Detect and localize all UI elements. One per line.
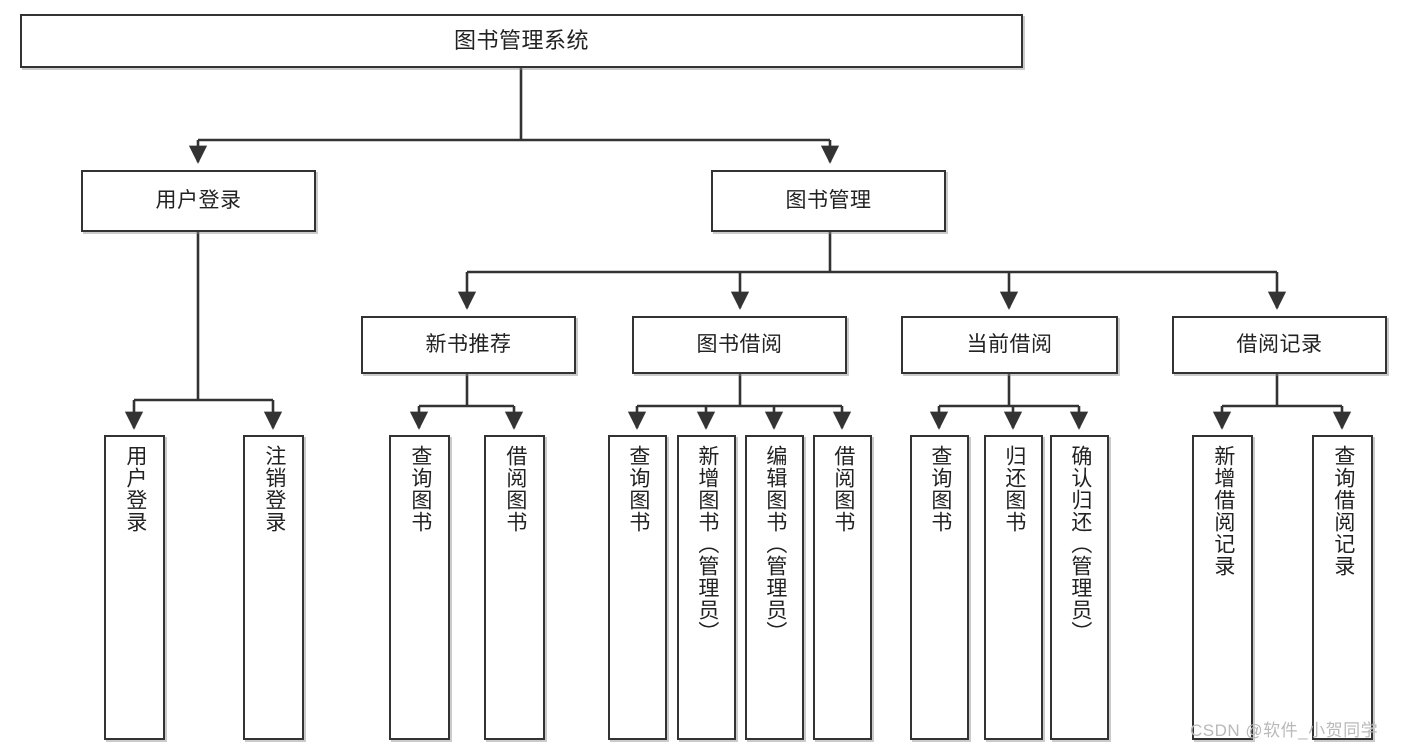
node-new-book-recommend[interactable]: 新书推荐 bbox=[361, 316, 576, 374]
node-leaf-user-logout[interactable]: 注销登录 bbox=[243, 435, 304, 740]
node-leaf-borrow-book-1-label: 借阅图书 bbox=[503, 445, 527, 533]
node-leaf-return-book[interactable]: 归还图书 bbox=[984, 435, 1043, 740]
watermark: CSDN @软件_小贺同学 bbox=[1190, 721, 1379, 740]
node-leaf-confirm-return[interactable]: 确认归还（管理员） bbox=[1050, 435, 1109, 740]
node-leaf-add-book-label: 新增图书（管理员） bbox=[695, 445, 719, 643]
node-borrow-record-label: 借阅记录 bbox=[1236, 332, 1323, 356]
node-leaf-edit-book-label: 编辑图书（管理员） bbox=[763, 445, 787, 643]
node-book-manage-label: 图书管理 bbox=[785, 188, 872, 212]
node-leaf-query-borrow-record-label: 查询借阅记录 bbox=[1331, 445, 1355, 577]
node-leaf-edit-book[interactable]: 编辑图书（管理员） bbox=[745, 435, 804, 740]
node-book-borrow-label: 图书借阅 bbox=[696, 332, 783, 356]
node-leaf-user-login[interactable]: 用户登录 bbox=[104, 435, 165, 740]
node-root[interactable]: 图书管理系统 bbox=[20, 14, 1023, 68]
node-leaf-query-book-2-label: 查询图书 bbox=[626, 445, 650, 533]
node-root-label: 图书管理系统 bbox=[453, 28, 589, 54]
node-current-borrow-label: 当前借阅 bbox=[966, 332, 1053, 356]
node-leaf-query-book-1[interactable]: 查询图书 bbox=[389, 435, 450, 740]
node-leaf-user-logout-label: 注销登录 bbox=[262, 445, 286, 533]
node-leaf-borrow-book-1[interactable]: 借阅图书 bbox=[484, 435, 545, 740]
node-current-borrow[interactable]: 当前借阅 bbox=[901, 316, 1118, 374]
node-leaf-add-book[interactable]: 新增图书（管理员） bbox=[677, 435, 736, 740]
node-new-book-recommend-label: 新书推荐 bbox=[425, 332, 512, 356]
node-leaf-borrow-book-2-label: 借阅图书 bbox=[831, 445, 855, 533]
node-user-login-label: 用户登录 bbox=[155, 188, 242, 212]
node-book-manage[interactable]: 图书管理 bbox=[711, 170, 946, 232]
node-leaf-confirm-return-label: 确认归还（管理员） bbox=[1068, 445, 1092, 643]
node-leaf-add-borrow-record-label: 新增借阅记录 bbox=[1211, 445, 1235, 577]
node-leaf-query-book-1-label: 查询图书 bbox=[408, 445, 432, 533]
node-leaf-user-login-label: 用户登录 bbox=[123, 445, 147, 533]
node-leaf-query-book-3-label: 查询图书 bbox=[928, 445, 952, 533]
node-borrow-record[interactable]: 借阅记录 bbox=[1172, 316, 1387, 374]
node-leaf-query-book-3[interactable]: 查询图书 bbox=[910, 435, 969, 740]
node-leaf-return-book-label: 归还图书 bbox=[1002, 445, 1026, 533]
node-book-borrow[interactable]: 图书借阅 bbox=[632, 316, 847, 374]
node-leaf-query-borrow-record[interactable]: 查询借阅记录 bbox=[1312, 435, 1373, 740]
node-user-login[interactable]: 用户登录 bbox=[81, 170, 316, 232]
node-leaf-query-book-2[interactable]: 查询图书 bbox=[608, 435, 667, 740]
node-leaf-add-borrow-record[interactable]: 新增借阅记录 bbox=[1192, 435, 1253, 740]
node-leaf-borrow-book-2[interactable]: 借阅图书 bbox=[813, 435, 872, 740]
